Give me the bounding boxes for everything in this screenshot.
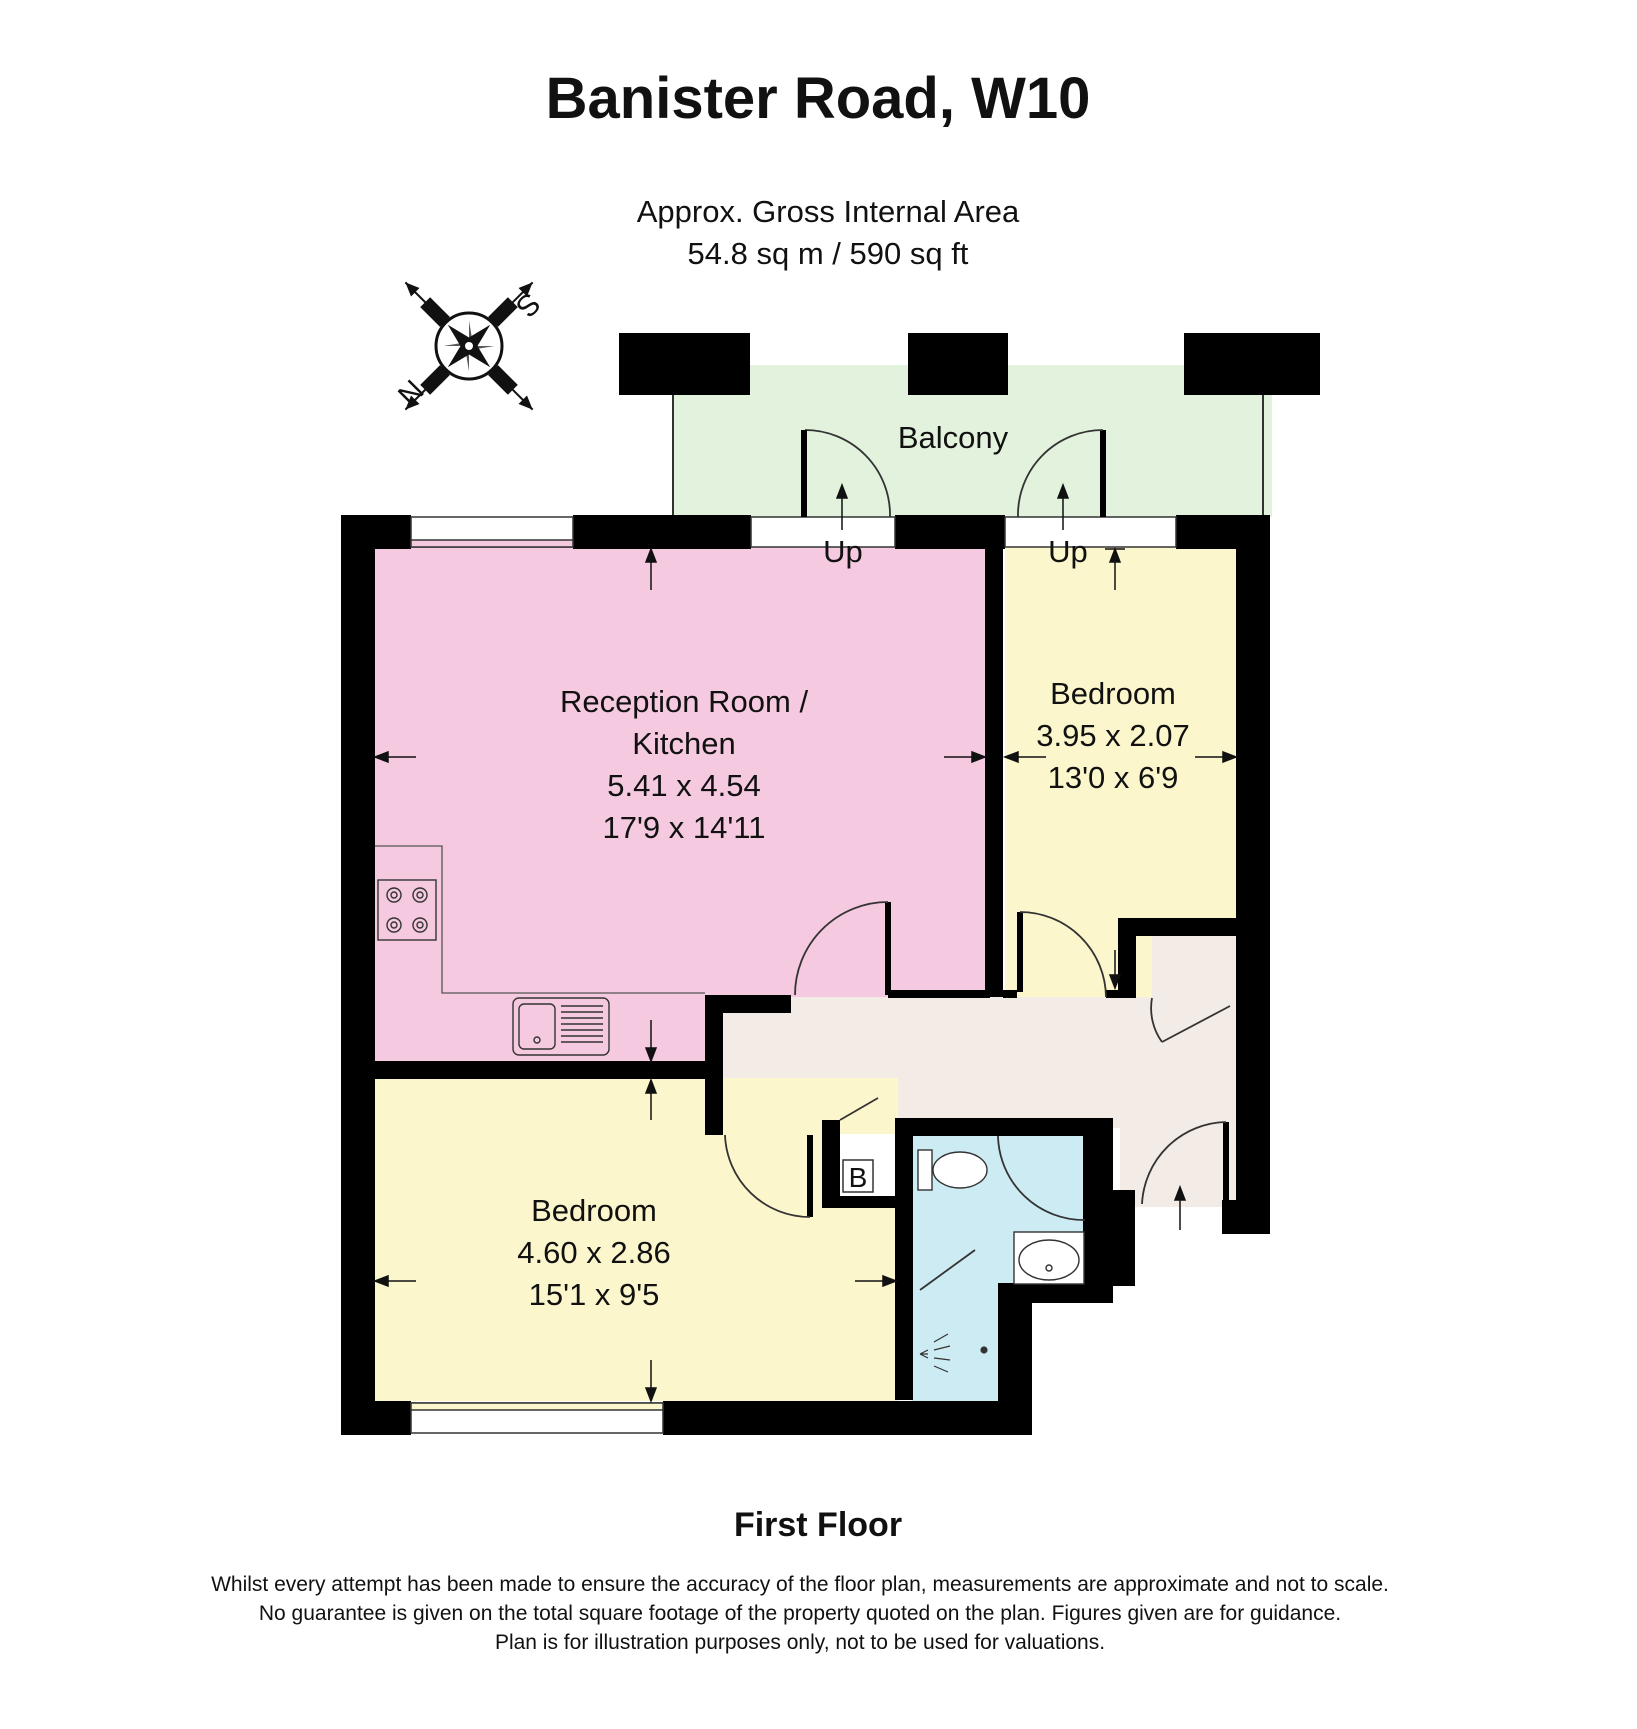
dimension-arrows xyxy=(372,482,1239,1404)
reception-imperial: 17'9 x 14'11 xyxy=(603,810,766,845)
disclaimer-line-1: Whilst every attempt has been made to en… xyxy=(211,1573,1389,1596)
bedroom-bottom-label: Bedroom xyxy=(531,1193,657,1228)
compass-rose-icon xyxy=(404,281,534,411)
disclaimer-line-2: No guarantee is given on the total squar… xyxy=(259,1602,1341,1625)
reception-label-line2: Kitchen xyxy=(632,726,735,761)
sink-icon xyxy=(512,997,610,1056)
balcony-label: Balcony xyxy=(898,420,1009,455)
walls xyxy=(341,333,1320,1435)
reception-label-line1: Reception Room / xyxy=(560,684,809,719)
windows xyxy=(410,516,1177,1434)
gross-area-label: Approx. Gross Internal Area xyxy=(637,194,1020,229)
toilet-icon xyxy=(917,1149,988,1191)
kitchen-worktop xyxy=(375,845,705,994)
stairs-up-right-label: Up xyxy=(1048,534,1088,569)
stairs-up-left-label: Up xyxy=(823,534,863,569)
plan-title: Banister Road, W10 xyxy=(546,66,1091,131)
compass-n-letter: N xyxy=(392,374,431,413)
bedroom-right-metric: 3.95 x 2.07 xyxy=(1036,718,1189,753)
boiler-box xyxy=(842,1159,874,1193)
bedroom-bottom-metric: 4.60 x 2.86 xyxy=(517,1235,670,1270)
bedroom-right-imperial: 13'0 x 6'9 xyxy=(1048,760,1179,795)
boiler-label: B xyxy=(849,1162,868,1193)
compass-s-letter: S xyxy=(509,286,546,323)
floor-label: First Floor xyxy=(734,1506,902,1544)
disclaimer-line-3: Plan is for illustration purposes only, … xyxy=(495,1631,1105,1654)
bedroom-bottom-area xyxy=(373,1078,898,1401)
bedroom-right-label: Bedroom xyxy=(1050,676,1176,711)
hallway-area xyxy=(720,934,1238,1207)
gross-area-value: 54.8 sq m / 590 sq ft xyxy=(688,236,969,271)
shower-icon xyxy=(916,1292,998,1400)
reception-room-kitchen-area xyxy=(373,547,991,1062)
bedroom-bottom-imperial: 15'1 x 9'5 xyxy=(529,1277,660,1312)
reception-metric: 5.41 x 4.54 xyxy=(607,768,760,803)
washbasin-icon xyxy=(1013,1231,1085,1285)
hob-icon xyxy=(377,879,437,941)
doors xyxy=(724,429,1231,1291)
